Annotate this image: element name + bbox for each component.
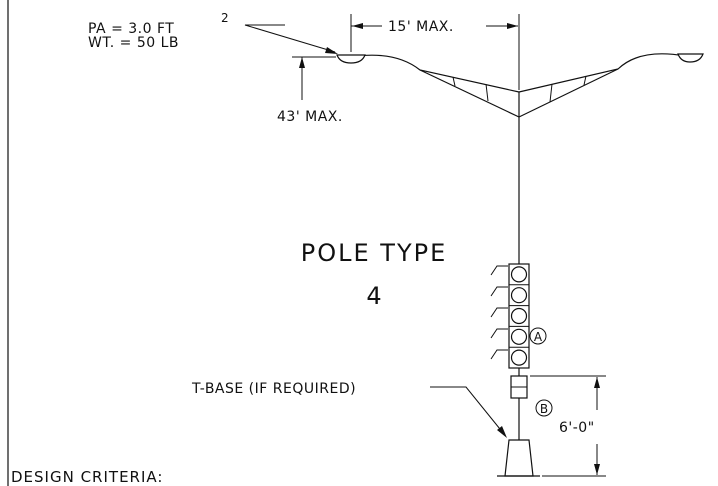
right-luminaire-icon	[677, 53, 704, 63]
callout-b-circle	[535, 399, 553, 417]
signal-head	[490, 263, 530, 369]
signal-lens	[510, 307, 528, 325]
base-note-arrowhead	[497, 426, 507, 438]
base-note-leader	[430, 386, 505, 435]
right-arm-upper	[518, 53, 686, 93]
pole-type-number: 4	[366, 282, 381, 310]
t-base	[504, 439, 534, 477]
signal-visor	[490, 286, 508, 297]
signal-lens	[510, 266, 528, 283]
signal-visor	[490, 265, 508, 276]
design-criteria-heading: DESIGN CRITERIA:	[11, 468, 163, 486]
callout-a-circle	[529, 327, 547, 345]
weight-label: WT. = 50 LB	[88, 35, 179, 51]
base-note: T-BASE (IF REQUIRED)	[191, 381, 356, 397]
signal-lens	[510, 287, 528, 304]
signal-lens	[510, 328, 528, 345]
left-arm-strut-2	[485, 83, 489, 102]
callout-a-label: A	[534, 330, 543, 344]
signal-visor	[490, 307, 508, 318]
projected-area-label: PA = 3.0 FT	[88, 21, 174, 37]
projected-area-exponent: 2	[221, 11, 229, 25]
arm-dim-arrow-left	[352, 23, 363, 29]
right-arm-strut-1	[583, 75, 587, 86]
signal-visor	[490, 328, 508, 339]
arm-dim-arrow-right	[507, 23, 518, 29]
right-arm-strut-2	[549, 83, 553, 103]
mount-height-label: 43' MAX.	[277, 109, 343, 125]
base-height-arrow-bottom	[594, 464, 600, 475]
right-arm-lower	[518, 68, 619, 118]
left-arm-lower	[419, 69, 520, 118]
signal-lens	[510, 349, 528, 366]
base-height-arrow-top	[594, 377, 600, 388]
base-height-label: 6'-0"	[559, 420, 595, 436]
callout-b-label: B	[540, 402, 548, 416]
projected-area-leader	[244, 24, 336, 53]
left-arm-strut-1	[452, 76, 456, 87]
left-luminaire-icon	[336, 54, 366, 64]
mount-height-arrow	[299, 57, 305, 68]
leader-arrowhead	[325, 47, 338, 54]
arm-length-label: 15' MAX.	[388, 19, 454, 35]
signal-visor	[490, 349, 508, 360]
pole-type-title: POLE TYPE	[301, 239, 447, 267]
left-arm-upper	[349, 54, 520, 93]
mast-arms	[349, 53, 686, 118]
